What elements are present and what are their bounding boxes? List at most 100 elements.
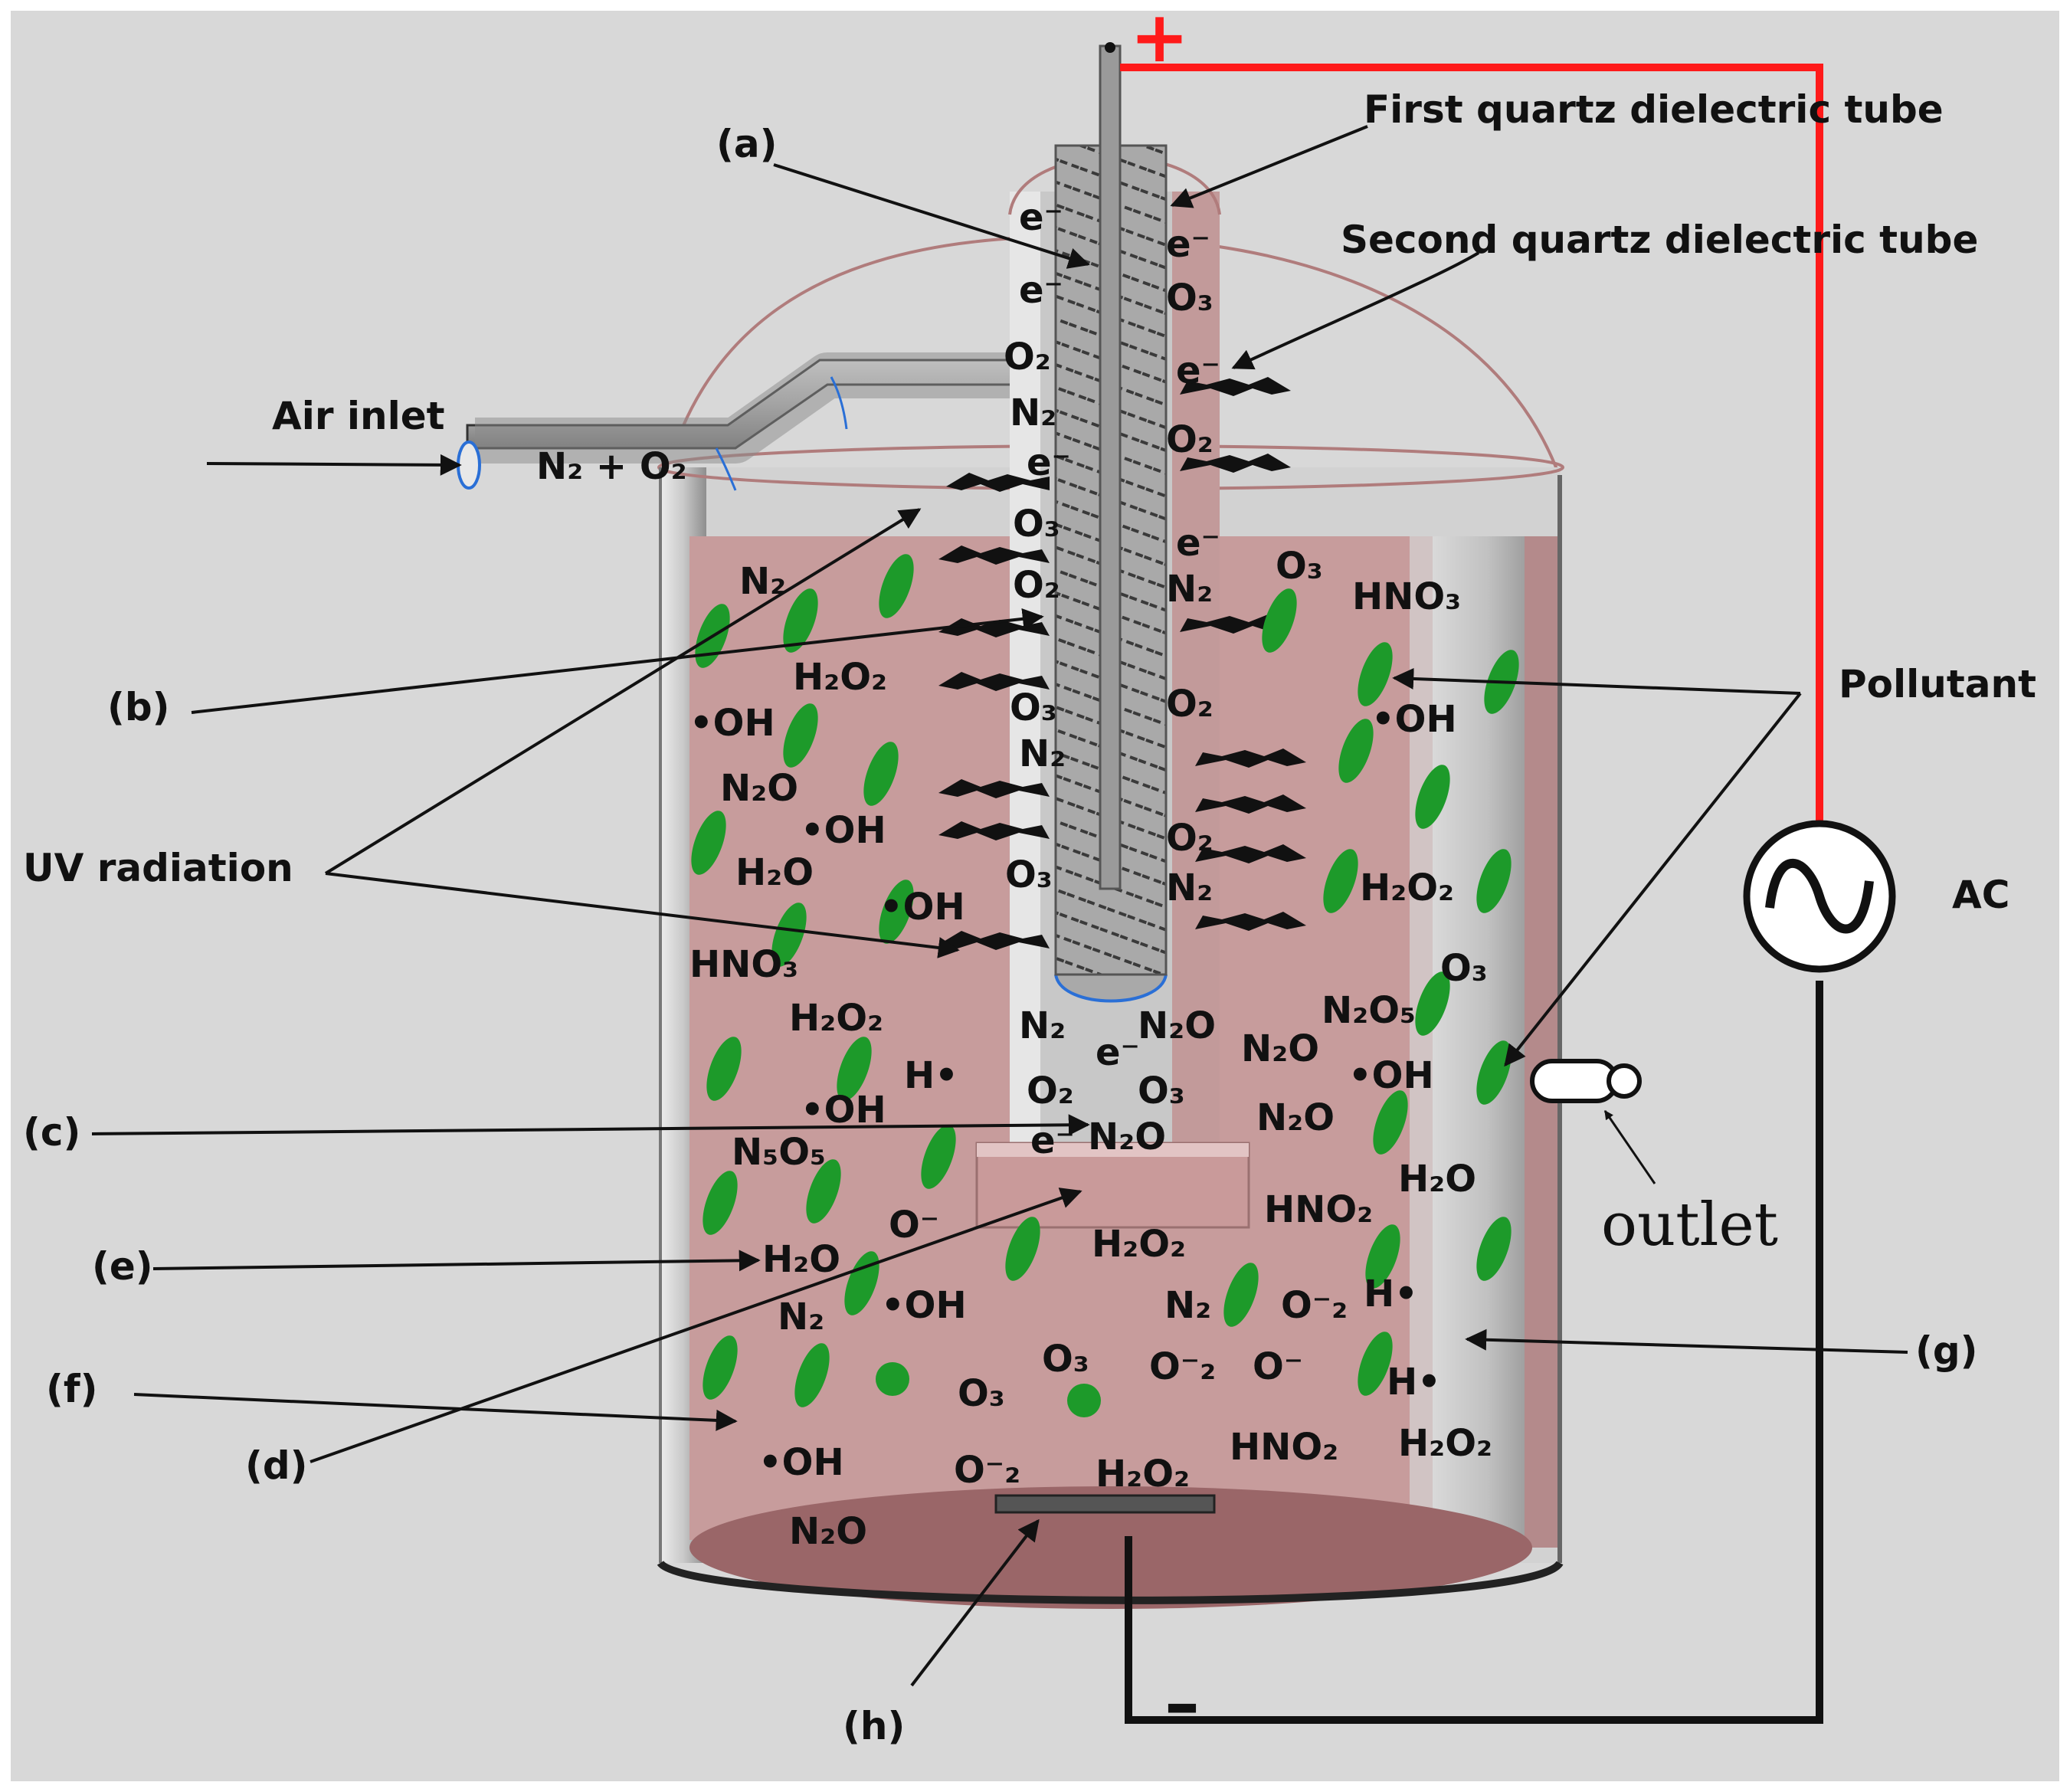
species-label: N₂ [1019, 732, 1066, 775]
electrode-rod [1099, 44, 1122, 890]
species-right-liquid: O₃ HNO₃ •OH H₂O₂ O₃ N₂O₅ N₂O •OH N₂O H₂O… [1149, 545, 1492, 1469]
species-label: HNO₂ [1230, 1426, 1338, 1469]
species-label: N₂ [1019, 1004, 1066, 1047]
label-e: (e) [92, 1244, 153, 1289]
species-label: O⁻₂ [1149, 1345, 1216, 1388]
species-label: •OH [801, 1089, 886, 1132]
species-label: N₂ [1166, 568, 1213, 611]
outlet-port [1530, 1059, 1642, 1103]
species-label: N₂ [778, 1296, 824, 1338]
species-label: N₂O [1241, 1027, 1319, 1070]
species-label: •OH [689, 702, 775, 745]
species-label: H₂O₂ [793, 656, 887, 699]
label-c: (c) [23, 1110, 80, 1155]
species-label: O₃ [1013, 503, 1060, 545]
species-label: O₃ [1138, 1070, 1185, 1112]
species-label: N₂O [1256, 1096, 1335, 1139]
species-label: O₃ [958, 1372, 1005, 1415]
positive-sign: + [1130, 0, 1189, 78]
species-label: N₂ [1164, 1284, 1211, 1327]
positive-wire [1120, 64, 1823, 827]
species-label: N₂O [720, 767, 798, 810]
species-label: •OH [879, 886, 965, 929]
ac-wave-icon [1765, 858, 1874, 934]
species-label: O₃ [1440, 947, 1488, 990]
species-label: N₂O [1138, 1004, 1216, 1047]
outlet-label: outlet [1601, 1191, 1778, 1260]
species-label: O₃ [1276, 545, 1323, 588]
species-label: •OH [1348, 1054, 1434, 1097]
species-label: O₃ [1042, 1338, 1089, 1381]
species-label: O⁻ [889, 1204, 939, 1247]
species-label: O₃ [1166, 277, 1214, 319]
pollutant-label: Pollutant [1839, 662, 2036, 706]
species-label: O₂ [1166, 418, 1214, 461]
label-f: (f) [46, 1367, 97, 1411]
label-g: (g) [1915, 1328, 1978, 1373]
species-label: •OH [1371, 698, 1457, 741]
species-left-liquid: N₂ H₂O₂ •OH N₂O •OH H₂O •OH HNO₃ H₂O₂ H•… [689, 560, 1190, 1553]
species-label: e⁻ [1166, 223, 1210, 266]
species-inner-right: e⁻ O₃ e⁻ O₂ e⁻ N₂ O₂ O₂ N₂ [1166, 223, 1220, 909]
species-label: H₂O₂ [1092, 1223, 1186, 1266]
uv-radiation-label: UV radiation [23, 846, 293, 890]
species-label: O₂ [1027, 1070, 1074, 1112]
species-label: O₂ [1166, 683, 1214, 726]
species-label: H₂O₂ [1360, 867, 1454, 909]
pollutant-particles [691, 554, 1519, 1417]
species-label: H₂O [1398, 1158, 1476, 1201]
species-label: O₂ [1013, 564, 1060, 607]
pointer-arrows [91, 125, 1908, 1687]
label-a: (a) [716, 122, 777, 166]
species-label: •OH [758, 1441, 844, 1484]
species-label: H• [904, 1054, 958, 1097]
species-inner-left: e⁻ e⁻ O₂ N₂ e⁻ O₃ O₂ O₃ N₂ O₃ [1004, 196, 1071, 896]
species-label: e⁻ [1027, 441, 1071, 484]
species-label: H₂O₂ [1096, 1453, 1190, 1496]
species-label: HNO₃ [689, 943, 798, 986]
species-label: N₅O₅ [732, 1131, 826, 1174]
species-label: H₂O [762, 1238, 840, 1281]
species-label: O₃ [1010, 686, 1057, 729]
ac-label: AC [1952, 873, 2009, 917]
species-label: H• [1387, 1361, 1441, 1404]
species-label: O⁻ [1253, 1345, 1303, 1388]
species-label: O⁻₂ [1281, 1284, 1348, 1327]
species-label: N₂ [1166, 867, 1213, 909]
species-label: O₃ [1005, 853, 1053, 896]
species-label: e⁻ [1030, 1119, 1075, 1162]
label-b: (b) [107, 685, 170, 729]
species-label: e⁻ [1019, 196, 1063, 239]
species-label: N₂O [789, 1510, 867, 1553]
species-label: e⁻ [1176, 522, 1220, 565]
negative-sign: – [1164, 1663, 1200, 1744]
label-d: (d) [245, 1443, 308, 1488]
species-label: H₂O [735, 851, 814, 894]
species-label: H₂O₂ [789, 997, 883, 1040]
species-tube-bottom: N₂ N₂O e⁻ O₂ O₃ e⁻ N₂O [1019, 1004, 1216, 1162]
uv-radiation-marks [938, 377, 1306, 950]
species-label: •OH [801, 809, 886, 852]
air-inlet-label: Air inlet [272, 394, 445, 438]
species-label: HNO₂ [1264, 1188, 1373, 1231]
inlet-gas-label: N₂ + O₂ [536, 445, 687, 488]
species-label: •OH [881, 1284, 967, 1327]
species-label: e⁻ [1019, 269, 1063, 312]
species-label: N₂O [1088, 1115, 1166, 1158]
ac-source [1743, 820, 1896, 973]
inlet-opening [457, 441, 481, 490]
species-label: N₂ [1010, 391, 1056, 434]
ground-electrode-plate [994, 1494, 1216, 1514]
label-h: (h) [843, 1704, 905, 1748]
species-label: N₂ [739, 560, 786, 603]
species-label: O₂ [1166, 817, 1214, 860]
species-label: HNO₃ [1352, 575, 1461, 618]
species-label: O⁻₂ [954, 1449, 1020, 1492]
species-label: O₂ [1004, 336, 1051, 378]
species-label: H• [1364, 1273, 1418, 1315]
species-label: H₂O₂ [1398, 1422, 1492, 1465]
species-label: e⁻ [1096, 1031, 1140, 1074]
species-label: N₂O₅ [1322, 989, 1416, 1032]
